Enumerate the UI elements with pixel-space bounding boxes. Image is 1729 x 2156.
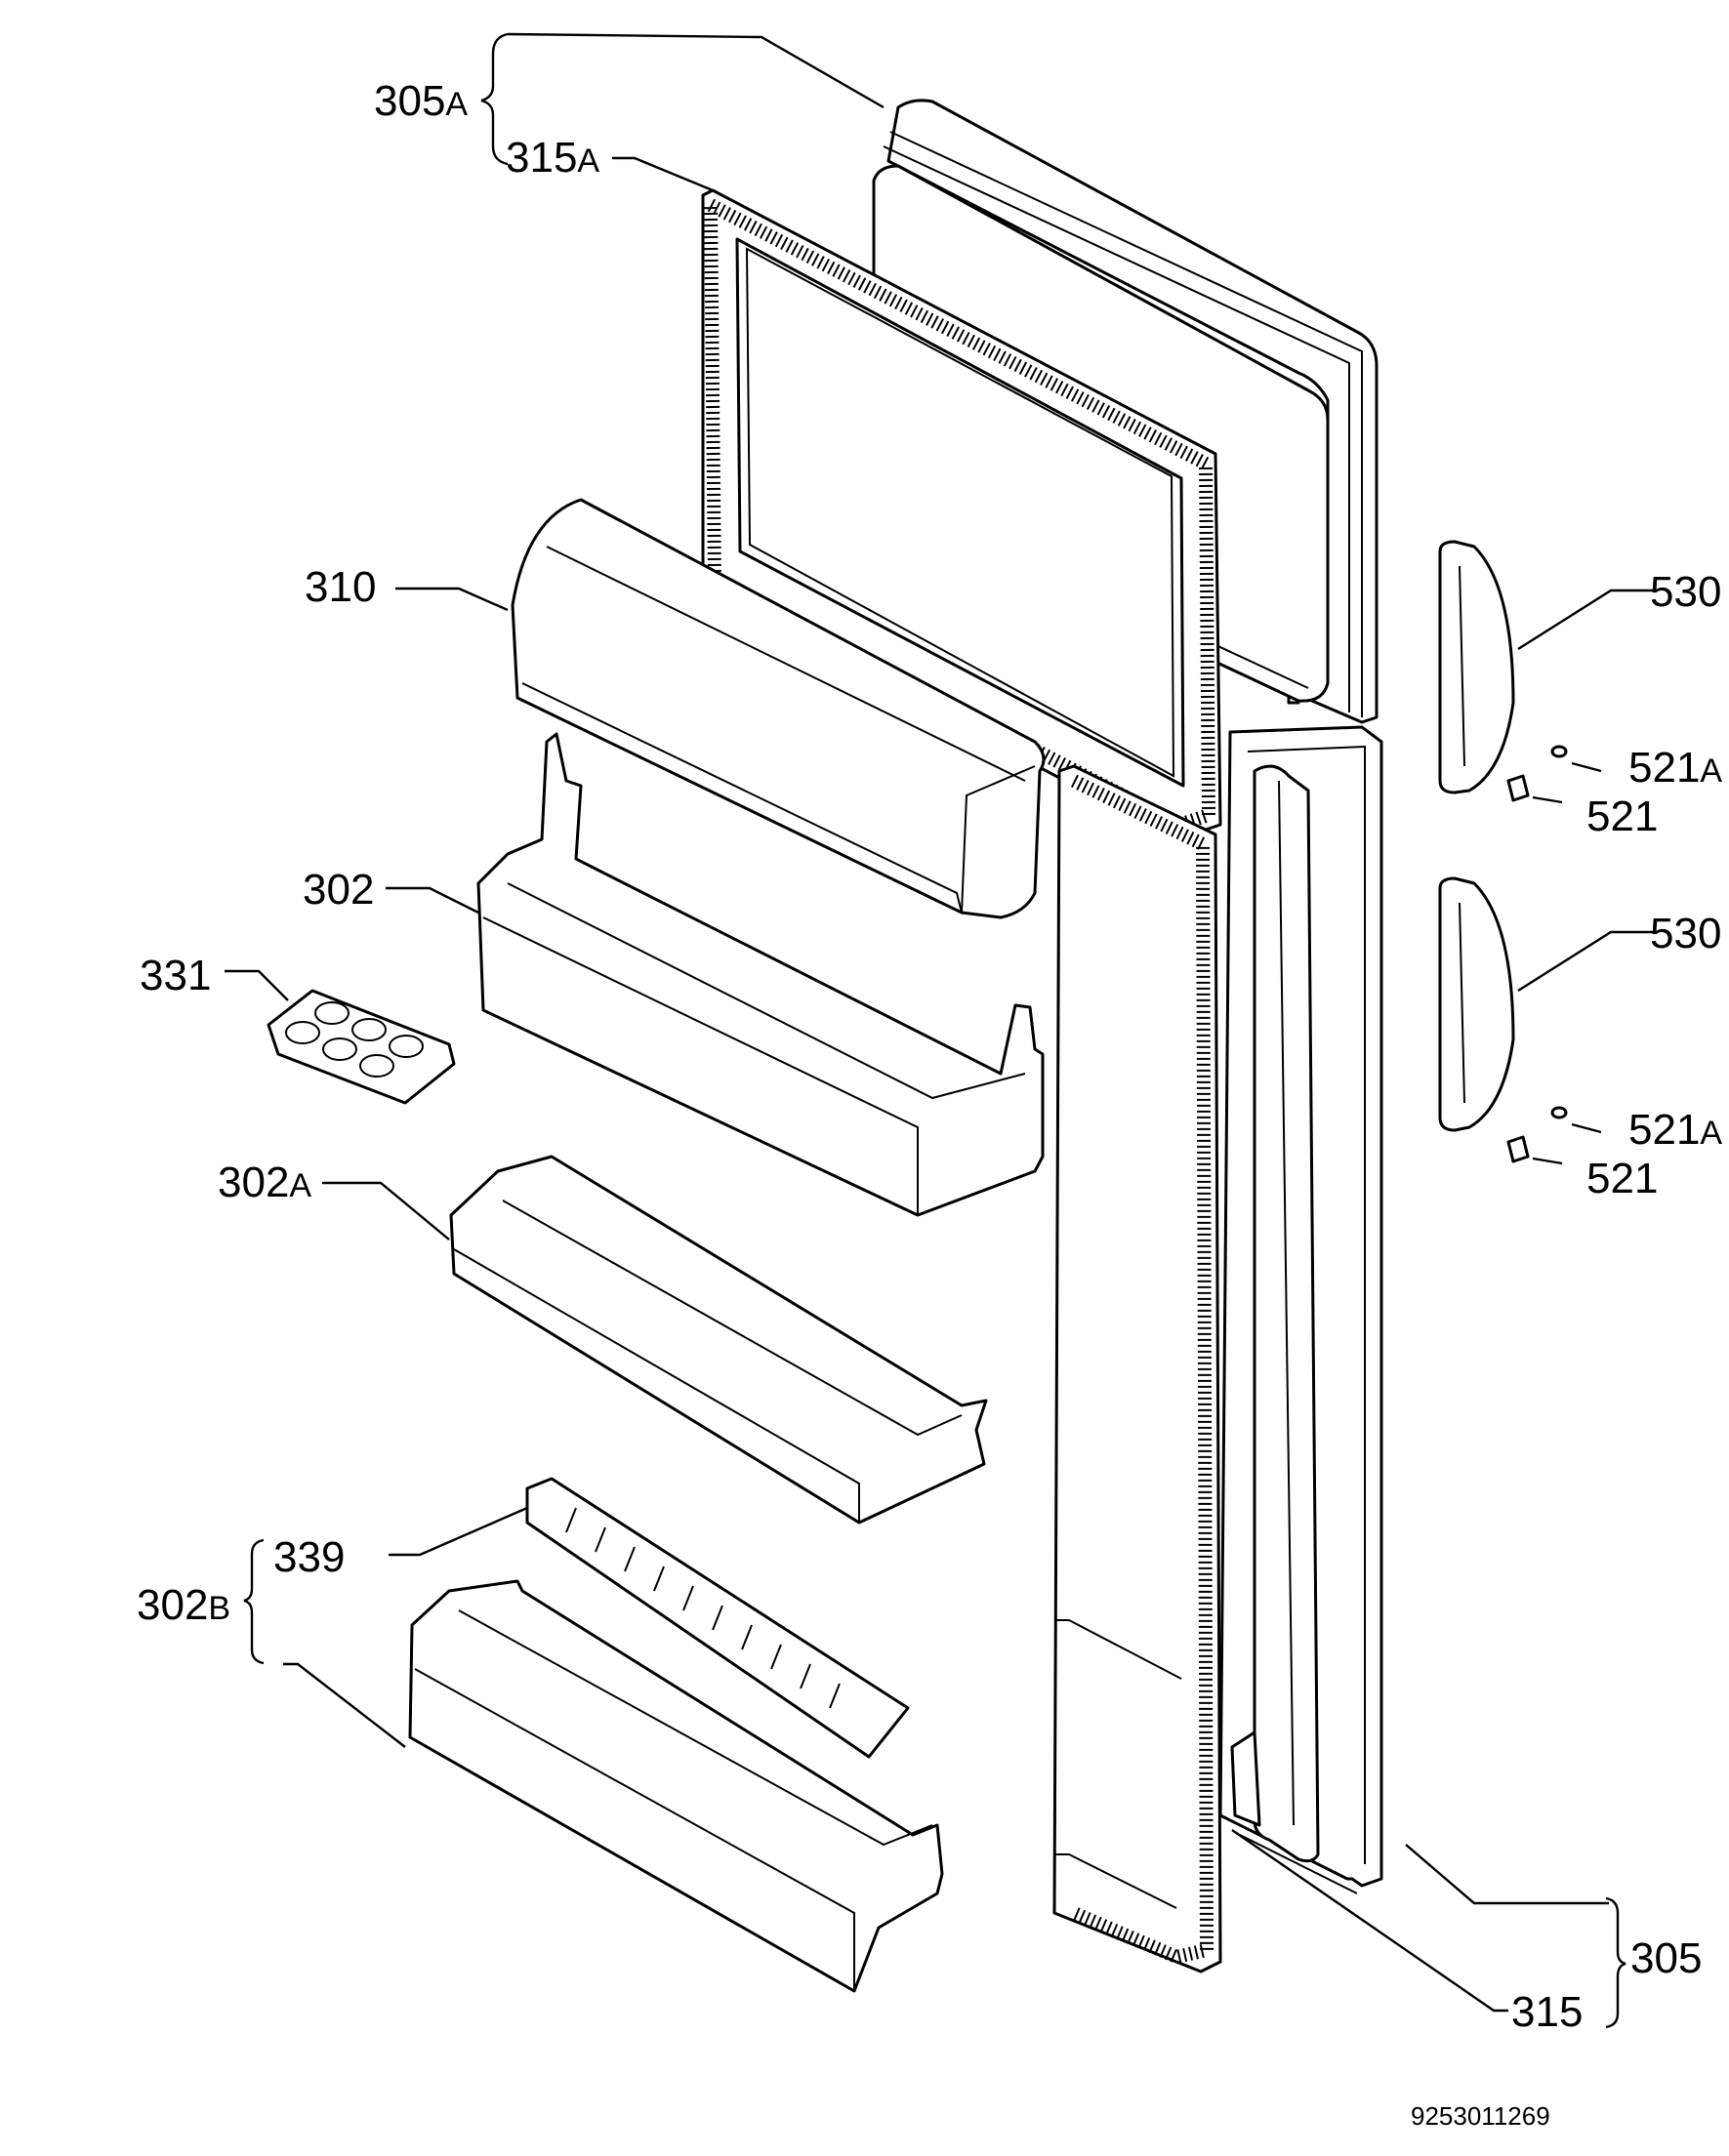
label-521-bottom: 521	[1586, 1155, 1659, 1202]
egg-tray-331	[267, 989, 456, 1105]
label-530-top: 530	[1650, 568, 1722, 616]
document-number: 9253011269	[1411, 2101, 1550, 2131]
label-521a-bottom: 521A	[1628, 1106, 1723, 1154]
label-302: 302	[303, 866, 375, 914]
shelf-rail-339	[525, 1477, 910, 1759]
screw-521-top	[1506, 745, 1568, 802]
label-305a: 305A	[374, 77, 469, 125]
screw-521-bottom	[1506, 1106, 1568, 1163]
label-331: 331	[140, 952, 212, 999]
door-shelf-302b	[408, 1579, 944, 1993]
fridge-gasket-315	[1052, 764, 1222, 1973]
leader-lines	[225, 32, 1655, 2029]
label-530-bottom: 530	[1650, 910, 1722, 957]
label-315a: 315A	[506, 134, 600, 182]
fridge-door-305	[1218, 725, 1383, 1894]
door-shelf-302	[476, 732, 1045, 1217]
label-521-top: 521	[1586, 793, 1659, 840]
label-339: 339	[273, 1533, 346, 1581]
label-315: 315	[1511, 1988, 1584, 2036]
dairy-lid-310	[511, 498, 1046, 919]
label-302b: 302B	[137, 1581, 231, 1629]
label-521a-top: 521A	[1628, 744, 1723, 792]
label-302a: 302A	[218, 1159, 312, 1206]
handle-530-bottom	[1438, 876, 1515, 1132]
door-shelf-302a	[449, 1155, 988, 1525]
label-305: 305	[1630, 1934, 1703, 1982]
label-310: 310	[305, 563, 377, 611]
handle-530-top	[1438, 540, 1515, 794]
